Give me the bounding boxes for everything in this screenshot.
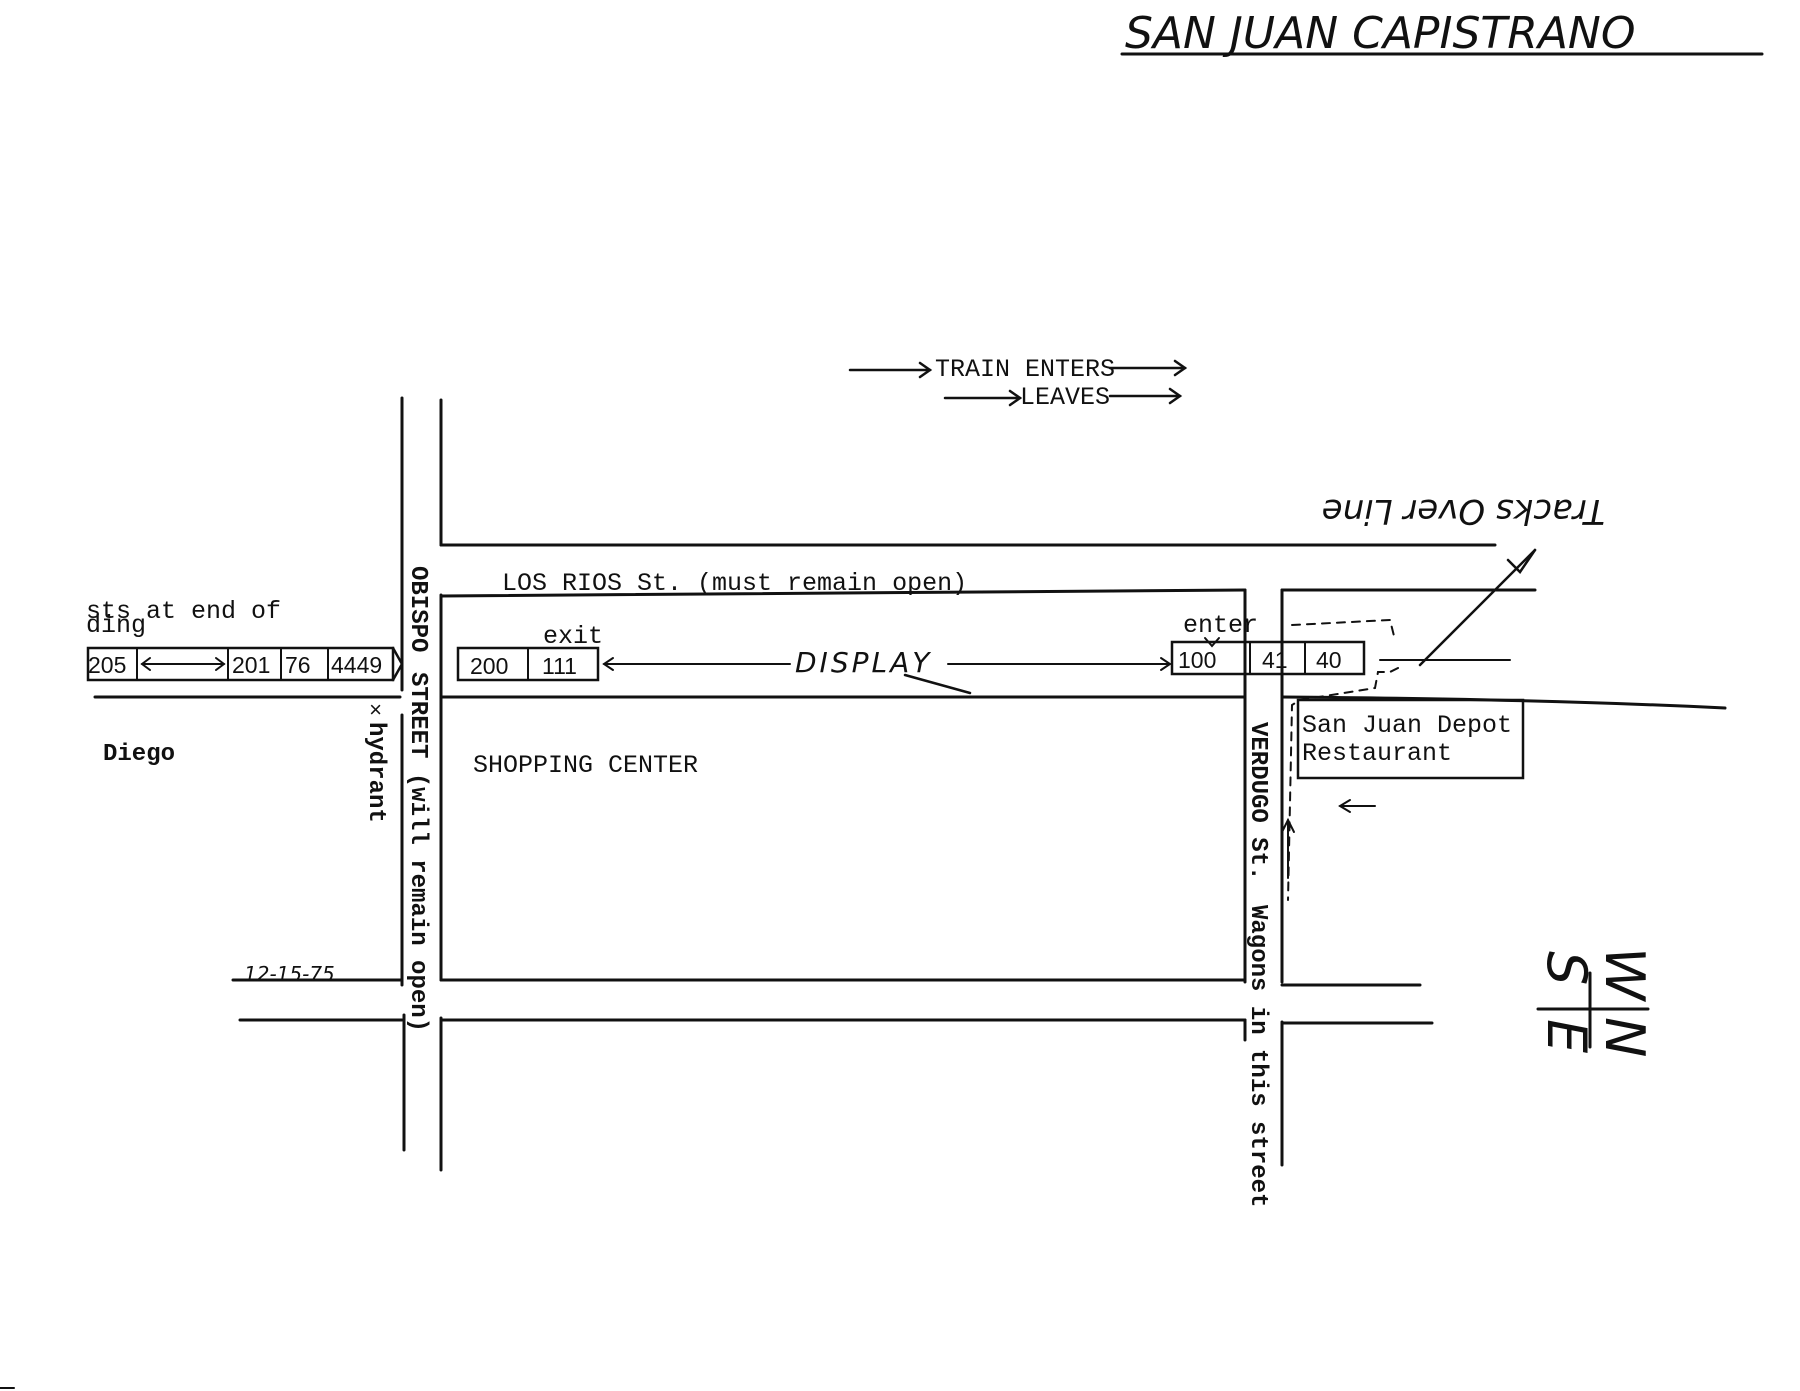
compass-west: W [1593, 947, 1656, 1003]
track-line-east [1280, 695, 1727, 710]
car-200: 200 [470, 653, 508, 679]
car-4449: 4449 [331, 652, 382, 678]
exit-label: exit [543, 622, 603, 651]
los-rios-south-edge [439, 588, 1247, 598]
compass-north: N [1593, 1017, 1656, 1057]
date-label: 12-15-75 [244, 962, 335, 986]
hydrant: × hydrant [362, 699, 389, 823]
compass-east: E [1535, 1019, 1598, 1054]
car-205: 205 [88, 652, 126, 678]
header-title-text: SAN JUAN CAPISTRANO [1125, 8, 1635, 59]
enter-label: enter [1183, 611, 1258, 640]
restaurant-line1: San Juan Depot [1302, 711, 1512, 740]
left-note-line1: sts at end of [86, 597, 281, 626]
compass: W N S E [1535, 947, 1656, 1057]
car-41: 41 [1262, 647, 1288, 673]
hydrant-label: hydrant [362, 722, 389, 823]
compass-south: S [1535, 951, 1598, 985]
los-rios-label: LOS RIOS St. (must remain open) [502, 569, 967, 598]
left-train-outline [86, 646, 395, 682]
display-train-right-outline [1170, 640, 1366, 676]
display-train: 200 111 DISPLAY 100 41 40 [456, 640, 1366, 695]
handwritten-note-text: Tracks Over Line [1322, 491, 1605, 531]
left-note-line2: ding [86, 611, 146, 640]
left-train: 205 201 76 4449 [86, 646, 404, 682]
header-title: SAN JUAN CAPISTRANO [1120, 8, 1764, 59]
car-111: 111 [542, 653, 577, 679]
car-201: 201 [232, 652, 270, 678]
enter-arrow [1204, 637, 1220, 648]
area-labels: sts at end of ding Diego SHOPPING CENTER… [86, 597, 1258, 986]
obispo-label-top: OBISPO [404, 566, 431, 652]
diego-label: Diego [103, 741, 175, 768]
train-direction: TRAIN ENTERS LEAVES [848, 355, 1188, 412]
verdugo-wagons-label: Wagons in this street [1244, 905, 1271, 1207]
restaurant: San Juan Depot Restaurant [1296, 698, 1525, 780]
hydrant-mark-icon: × [369, 699, 382, 724]
verdugo-label: VERDUGO St. [1244, 722, 1271, 880]
locomotive-nose [391, 646, 404, 682]
train-leaves-label: LEAVES [1020, 383, 1110, 412]
street-labels: LOS RIOS St. (must remain open) OBISPO S… [404, 566, 1271, 1207]
car-100: 100 [1178, 647, 1216, 673]
shopping-center-label: SHOPPING CENTER [473, 751, 698, 780]
train-enters-label: TRAIN ENTERS [935, 355, 1115, 384]
handwritten-note: Tracks Over Line [1322, 491, 1605, 667]
obispo-label-bottom: STREET (will remain open) [404, 672, 431, 1032]
restaurant-outline [1296, 698, 1525, 780]
wagon-route-dashed [1287, 618, 1399, 901]
car-40: 40 [1316, 647, 1342, 673]
note-leader-line [1418, 548, 1537, 667]
display-pointer-line [903, 673, 972, 695]
wagon-route [1281, 618, 1399, 901]
car-76: 76 [285, 652, 311, 678]
restaurant-line2: Restaurant [1302, 739, 1452, 768]
display-label: DISPLAY [795, 646, 932, 679]
street-lines [93, 396, 1727, 1172]
